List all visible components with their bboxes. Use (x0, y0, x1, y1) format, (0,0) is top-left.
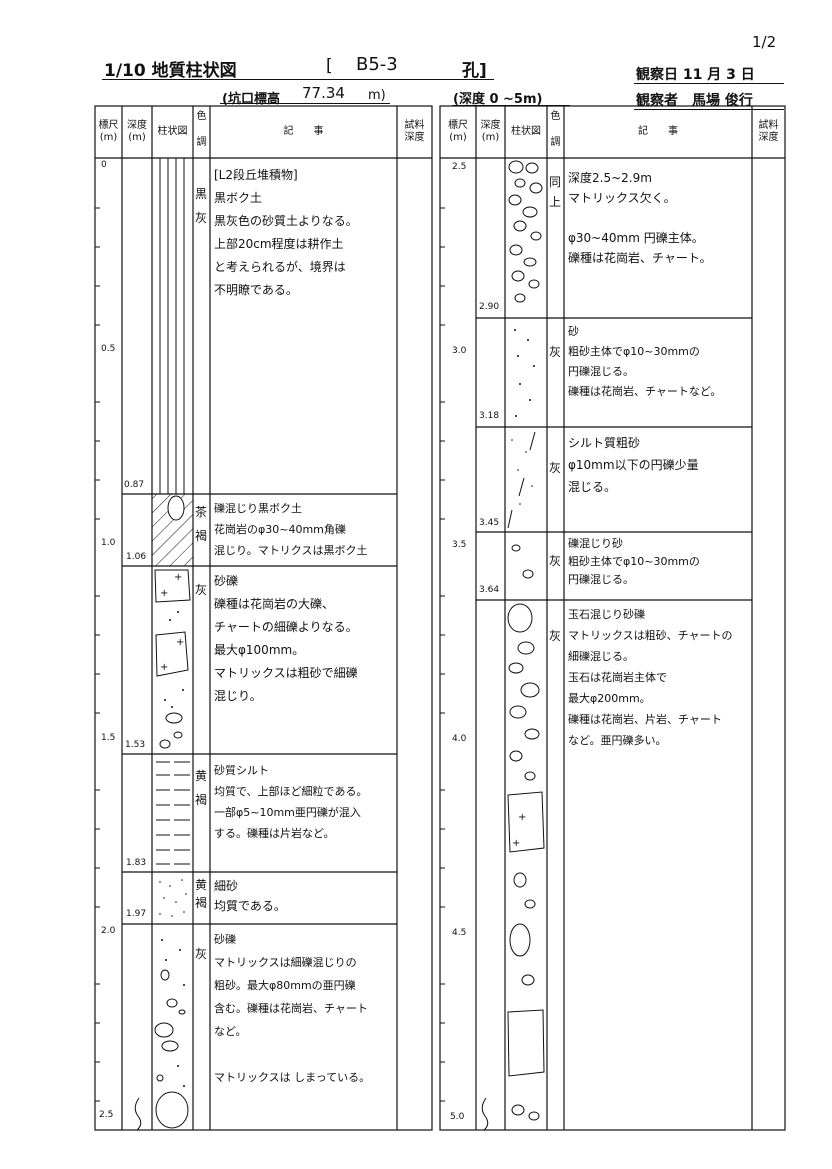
right-description: 礫混じり砂 粗砂主体でφ10~30mmの 円礫混じる。 (568, 537, 700, 586)
depth-range: (深度 0 ~5m) (453, 92, 543, 107)
right-scale-tick: 2.5 (452, 162, 467, 172)
observer: 観察者 馬場 俊行 (636, 93, 753, 109)
right-scale-tick: 4.5 (452, 928, 467, 938)
left-color: 灰 (195, 947, 208, 961)
left-header-depth: 深度 (m) (127, 120, 147, 143)
left-scale-tick: 1.5 (101, 733, 116, 743)
svg-text:+: + (176, 637, 184, 648)
page-title: 1/10 地質柱状図 (104, 61, 237, 81)
right-color: 同 上 (549, 175, 562, 209)
left-color: 黒 灰 (195, 187, 208, 225)
svg-text:+: + (160, 588, 168, 599)
right-color: 灰 (549, 554, 562, 568)
right-header-column: 柱状図 (511, 126, 541, 137)
left-layer-depth: 1.53 (125, 740, 146, 750)
svg-text:+: + (518, 812, 526, 823)
elevation-underline (220, 103, 390, 104)
left-color: 茶 褐 (195, 505, 208, 543)
left-header-column: 柱状図 (157, 126, 188, 137)
date-underline (634, 83, 784, 84)
left-description: 砂礫 礫種は花崗岩の大礫、 チャートの細礫よりなる。 最大φ100mm。 マトリ… (214, 574, 358, 703)
right-description: 砂 粗砂主体でφ10~30mmの 円礫混じる。 礫種は花崗岩、チャートなど。 (568, 325, 722, 398)
right-header-color: 色 調 (550, 111, 561, 148)
right-color: 灰 (549, 461, 562, 475)
page-number: 1/2 (752, 33, 777, 51)
right-layer-depth: 2.90 (479, 302, 500, 312)
left-layer-depth: 1.06 (126, 552, 147, 562)
right-scale-tick: 3.0 (452, 346, 467, 356)
right-header-description: 記 事 (638, 126, 678, 137)
right-scale-tick: 5.0 (450, 1112, 465, 1122)
svg-text:+: + (174, 572, 182, 583)
left-scale-tick: 1.0 (101, 538, 116, 548)
left-color: 黄 褐 (195, 769, 208, 807)
left-header-color: 色 調 (196, 111, 207, 148)
left-scale-tick: 0.5 (101, 344, 116, 354)
hole-suffix: 孔] (462, 61, 487, 81)
right-header-depth: 深度 (m) (480, 120, 501, 143)
right-scale-tick: 4.0 (452, 734, 467, 744)
right-header-sample: 試料 深度 (758, 120, 779, 143)
left-color: 灰 (195, 583, 208, 597)
left-header-description: 記 事 (283, 126, 324, 137)
left-scale-tick: 2.5 (99, 1110, 114, 1120)
left-description: 砂質シルト 均質で、上部ほど細粒である。 一部φ5~10mm亜円礫が混入 する。… (214, 764, 368, 840)
elevation-value: 77.34 (302, 84, 345, 102)
left-color: 黄 褐 (195, 878, 208, 910)
left-scale-tick: 0 (101, 160, 107, 170)
right-color: 灰 (549, 629, 562, 643)
left-layer-depth: 1.97 (126, 909, 147, 919)
right-description: 深度2.5~2.9m マトリックス欠く。 φ30~40mm 円礫主体。 礫種は花… (568, 171, 712, 265)
left-layer-depth: 1.83 (126, 858, 147, 868)
svg-text:+: + (160, 662, 168, 673)
left-description: [L2段丘堆積物] 黒ボク土 黒灰色の砂質土よりなる。 上部20cm程度は耕作土… (214, 168, 358, 297)
observer-underline (634, 109, 784, 110)
left-description: 砂礫 マトリックスは細礫混じりの 粗砂。最大φ80mmの亜円礫 含む。礫種は花崗… (214, 933, 371, 1084)
left-description: 細砂 均質である。 (214, 879, 286, 913)
right-description: シルト質粗砂 φ10mm以下の円礫少量 混じる。 (568, 436, 699, 494)
left-description: 礫混じり黒ボク土 花崗岩のφ30~40mm角礫 混じり。マトリクスは黒ボク土 (214, 502, 368, 557)
right-layer-depth: 3.18 (479, 411, 500, 421)
left-header-sample: 試料 深度 (404, 120, 425, 143)
right-color: 灰 (549, 345, 562, 359)
observation-date: 観察日 11 月 3 日 (636, 67, 755, 83)
right-scale-tick: 3.5 (452, 540, 467, 550)
right-layer-depth: 3.64 (479, 585, 500, 595)
elevation-unit: m) (368, 88, 386, 103)
right-layer-depth: 3.45 (479, 518, 500, 528)
left-scale-tick: 2.0 (101, 926, 116, 936)
left-header-scale: 標尺 (m) (98, 120, 119, 143)
right-header-scale: 標尺 (m) (448, 120, 468, 143)
left-layer-depth: 0.87 (124, 480, 145, 490)
svg-text:+: + (512, 838, 520, 849)
title-underline (102, 79, 494, 80)
right-description: 玉石混じり砂礫 マトリックスは粗砂、チャートの 細礫混じる。 玉石は花崗岩主体で… (568, 608, 733, 747)
hole-id: B5-3 (356, 54, 398, 75)
hole-open-bracket: [ (326, 56, 333, 76)
